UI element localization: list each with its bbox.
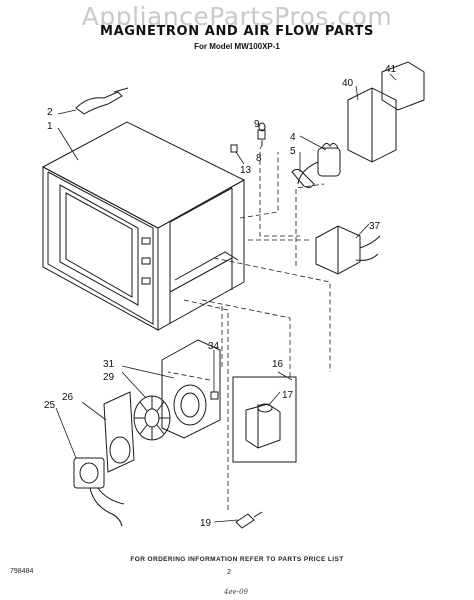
handwritten-note: 4ee-09 (224, 588, 249, 596)
callout-19: 19 (200, 518, 212, 529)
model-label: For Model MW100XP-1 (194, 42, 280, 51)
callout-8: 8 (256, 153, 262, 164)
fan-blade-part (133, 395, 171, 441)
fan-motor-part (73, 457, 125, 527)
fastener-parts (230, 122, 266, 153)
screw-part (210, 391, 219, 400)
callout-29: 29 (103, 372, 115, 383)
callout-31: 31 (103, 359, 115, 370)
callout-34: 34 (208, 341, 220, 352)
motor-bracket-part (103, 391, 135, 473)
callout-25: 25 (44, 400, 56, 411)
callout-4: 4 (290, 132, 296, 143)
document-code: 798484 (10, 568, 34, 575)
leader-lines (55, 73, 397, 523)
capacitor-part (297, 142, 341, 185)
magnetron-part (232, 376, 297, 463)
callout-5: 5 (290, 146, 296, 157)
callout-1: 1 (47, 121, 53, 132)
page-number: 2 (227, 569, 231, 576)
callout-17: 17 (282, 390, 294, 401)
ordering-info-footer: FOR ORDERING INFORMATION REFER TO PARTS … (130, 556, 344, 563)
callout-13: 13 (240, 165, 252, 176)
clip-part (291, 168, 315, 189)
diagram-title: MAGNETRON AND AIR FLOW PARTS (100, 24, 374, 39)
air-duct-part (161, 339, 221, 439)
callout-40: 40 (342, 78, 354, 89)
callout-9: 9 (254, 119, 260, 130)
callout-numbers: 2 1 9 8 13 4 5 40 41 37 34 31 29 26 25 1… (44, 64, 397, 529)
transformer-part (315, 225, 381, 275)
thermal-cutout-part (235, 511, 263, 529)
cabinet-part (41, 121, 246, 331)
callout-41: 41 (385, 64, 397, 75)
cover-part (347, 61, 425, 163)
watermark: AppliancePartsPros.com (81, 2, 393, 31)
callout-16: 16 (272, 359, 284, 370)
callout-2: 2 (47, 107, 53, 118)
callout-26: 26 (62, 392, 74, 403)
callout-37: 37 (369, 221, 381, 232)
bracket-part (75, 87, 129, 115)
assembly-lines (167, 152, 331, 510)
